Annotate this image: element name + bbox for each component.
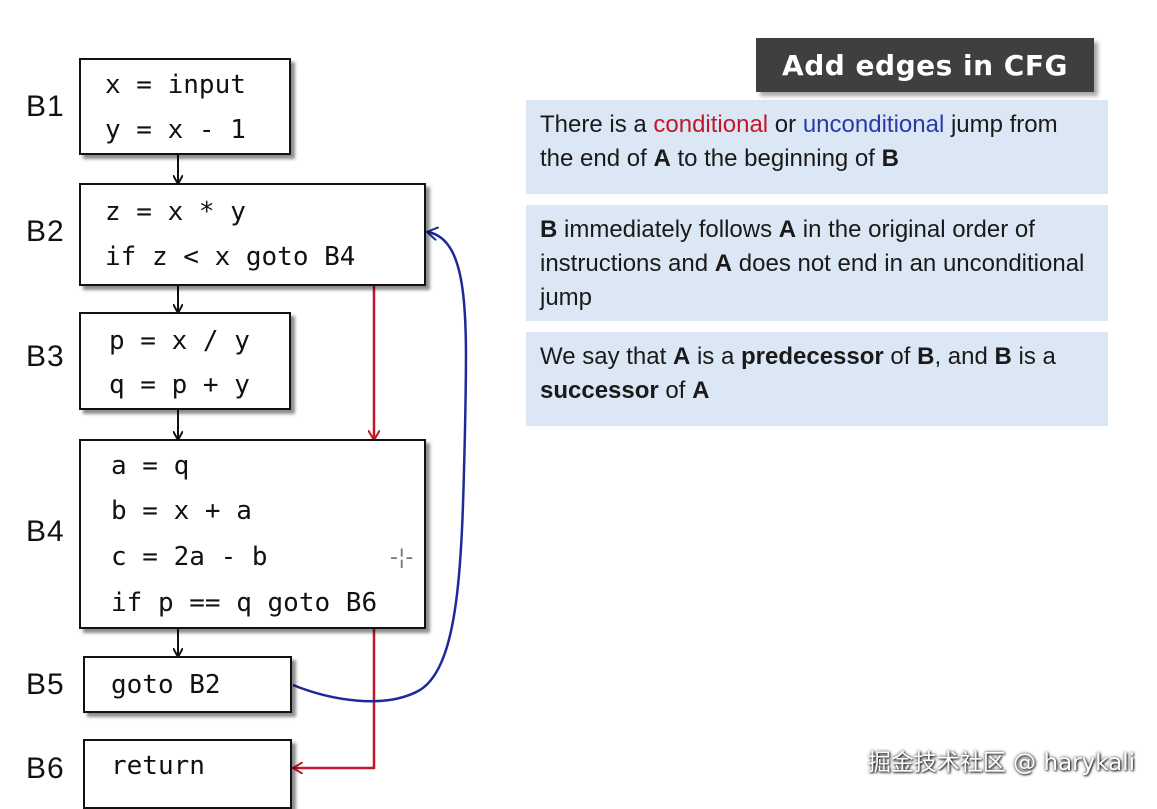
rule-jump-edge: There is a conditional or unconditional …	[526, 100, 1108, 194]
rule-predecessor-successor: We say that A is a predecessor of B, and…	[526, 332, 1108, 426]
code-line: y = x - 1	[105, 115, 246, 145]
basic-block-b5: goto B2	[83, 656, 292, 713]
slide-title: Add edges in CFG	[756, 38, 1094, 92]
block-a-term: A	[692, 377, 710, 404]
watermark: 掘金技术社区 @ harykali	[867, 750, 1135, 776]
block-label-b3: B3	[26, 340, 65, 373]
rule-text: , and	[934, 343, 995, 370]
basic-block-b6: return	[83, 739, 292, 809]
code-line: a = q	[111, 451, 190, 481]
block-label-b5: B5	[26, 668, 65, 701]
rule-text: jump from the end of	[540, 111, 1058, 172]
rule-text: does not end in an unconditional jump	[540, 250, 1085, 311]
block-a-term: A	[653, 145, 671, 172]
code-line: x = input	[105, 70, 246, 100]
rule-fallthrough-edge: B immediately follows A in the original …	[526, 205, 1108, 321]
edge-b5-b2-unconditional	[292, 232, 468, 703]
code-line: p = x / y	[109, 326, 250, 356]
successor-term: successor	[540, 377, 659, 404]
rule-text: immediately follows	[557, 216, 779, 243]
rule-text: of	[883, 343, 918, 370]
block-a-term: A	[714, 250, 733, 277]
predecessor-term: predecessor	[740, 343, 884, 370]
block-b-term: B	[917, 343, 935, 370]
edge-b4-b6-conditional	[294, 629, 376, 768]
block-label-b4: B4	[26, 515, 65, 548]
basic-block-b4: a = q b = x + a c = 2a - b if p == q got…	[79, 439, 426, 629]
code-line: return	[111, 751, 205, 781]
crosshair-cursor-icon: -¦-	[390, 545, 414, 570]
code-line: b = x + a	[111, 496, 252, 526]
rule-text: is a	[1011, 343, 1056, 370]
conditional-term: conditional	[653, 111, 769, 138]
block-b-term: B	[540, 216, 558, 243]
basic-block-b3: p = x / y q = p + y	[79, 312, 291, 410]
code-line: if p == q goto B6	[111, 588, 378, 618]
rule-text: to the beginning of	[670, 145, 882, 172]
block-a-term: A	[778, 216, 797, 243]
rule-text: is a	[690, 343, 741, 370]
rule-text: There is a	[540, 111, 654, 138]
block-a-term: A	[672, 343, 691, 370]
code-line: c = 2a - b	[111, 542, 268, 572]
code-line: if z < x goto B4	[105, 242, 356, 272]
basic-block-b1: x = input y = x - 1	[79, 58, 291, 155]
block-b-term: B	[994, 343, 1012, 370]
rule-text: in the original order of instructions an…	[540, 216, 1035, 277]
block-label-b1: B1	[26, 90, 65, 123]
code-line: q = p + y	[109, 370, 250, 400]
code-line: goto B2	[111, 670, 221, 700]
block-b-term: B	[881, 145, 899, 172]
rule-text: We say that	[540, 343, 673, 370]
basic-block-b2: z = x * y if z < x goto B4	[79, 183, 426, 286]
block-label-b6: B6	[26, 752, 65, 785]
code-line: z = x * y	[105, 197, 246, 227]
unconditional-term: unconditional	[802, 111, 945, 138]
rule-text: of	[658, 377, 693, 404]
rule-text: or	[768, 111, 803, 138]
block-label-b2: B2	[26, 215, 65, 248]
